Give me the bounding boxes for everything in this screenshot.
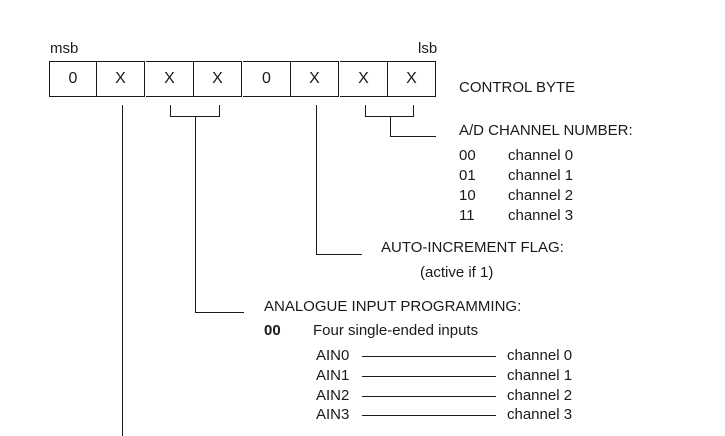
input-ain2: AIN2 [316,387,350,404]
leader-auto-increment-horizontal [316,254,362,256]
auto-increment-note: (active if 1) [420,264,494,281]
bit-4: X [194,61,242,97]
mapping-line-2 [362,396,496,398]
bracket-bits-5-4-left [170,105,172,117]
bit-5: X [146,61,194,97]
channel-name-2: channel 2 [508,187,574,204]
mapped-channel-2: channel 2 [507,387,573,404]
leader-bit-6-vertical [122,105,124,436]
bracket-bits-1-0-bar [365,116,414,118]
channel-name-1: channel 1 [508,167,574,184]
leader-channel-number-horizontal [390,136,436,138]
auto-increment-title: AUTO-INCREMENT FLAG: [381,239,564,256]
mapped-channel-3: channel 3 [507,406,573,423]
leader-analogue-input-vertical [195,116,197,313]
mapping-line-3 [362,415,496,417]
analogue-mode-code: 00 [264,322,281,339]
input-ain0: AIN0 [316,347,350,364]
msb-label: msb [50,40,79,57]
channel-code-2: 10 [459,187,476,204]
lsb-label: lsb [418,40,438,57]
channel-code-3: 11 [459,207,475,224]
analogue-mode-description: Four single-ended inputs [313,322,479,339]
channel-name-3: channel 3 [508,207,574,224]
mapping-line-0 [362,356,496,358]
channel-name-0: channel 0 [508,147,574,164]
bracket-bits-1-0-right [413,105,415,117]
bit-7: 0 [49,61,97,97]
input-ain1: AIN1 [316,367,350,384]
leader-analogue-input-horizontal [195,312,244,314]
input-ain3: AIN3 [316,406,350,423]
bit-2: X [291,61,339,97]
bit-3: 0 [243,61,291,97]
bit-6: X [97,61,145,97]
leader-channel-number-vertical [390,116,392,137]
control-byte-caption: CONTROL BYTE [459,79,576,96]
mapped-channel-1: channel 1 [507,367,573,384]
bit-0: X [388,61,436,97]
mapping-line-1 [362,376,496,378]
mapped-channel-0: channel 0 [507,347,573,364]
leader-auto-increment-vertical [316,105,318,255]
bracket-bits-1-0-left [365,105,367,117]
channel-code-0: 00 [459,147,476,164]
channel-code-1: 01 [459,167,476,184]
analogue-input-title: ANALOGUE INPUT PROGRAMMING: [264,298,522,315]
channel-number-title: A/D CHANNEL NUMBER: [459,122,633,139]
bit-1: X [340,61,388,97]
bracket-bits-5-4-right [219,105,221,117]
